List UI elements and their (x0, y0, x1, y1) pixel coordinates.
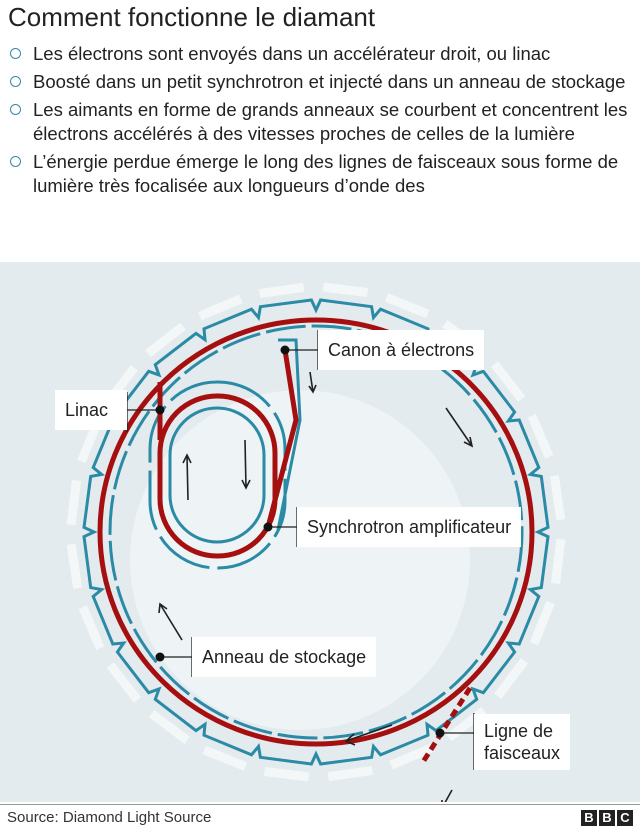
inner-light-area (130, 390, 470, 730)
gun-magnets (276, 338, 302, 531)
storage-ring-beam (97, 317, 535, 747)
synchrotron-diagram: Canon à électrons Linac Synchrotron ampl… (0, 262, 640, 802)
beamline-beam (420, 686, 473, 764)
circle-bullet-icon (10, 48, 21, 59)
logo-letter: C (617, 810, 633, 826)
label-electron-gun: Canon à électrons (318, 330, 485, 370)
label-booster: Synchrotron amplificateur (297, 507, 522, 547)
arrow-icon (445, 407, 474, 448)
footer: Source: Diamond Light Source B B C (0, 804, 640, 831)
bbc-logo: B B C (581, 810, 633, 826)
logo-letter: B (581, 810, 597, 826)
storage-ring-inner-magnets (108, 324, 524, 740)
arrow-icon (241, 439, 251, 490)
arrow-icon (308, 371, 317, 394)
outer-shield-segments (66, 282, 566, 782)
bullet-text: L’énergie perdue émerge le long des lign… (33, 151, 619, 196)
label-linac: Linac (55, 390, 127, 430)
arrow-icon (182, 453, 192, 501)
circle-bullet-icon (10, 156, 21, 167)
arrow-icon (158, 602, 183, 641)
list-item: Les électrons sont envoyés dans un accél… (8, 42, 633, 66)
bullet-list: Les électrons sont envoyés dans un accél… (8, 42, 633, 202)
arrow-icon (344, 724, 393, 746)
page-title: Comment fonctionne le diamant (8, 2, 376, 32)
list-item: Boosté dans un petit synchrotron et inje… (8, 70, 633, 94)
label-beamline: Ligne de faisceaux (474, 714, 571, 770)
label-storage-ring: Anneau de stockage (192, 637, 377, 677)
direction-arrows (158, 371, 474, 802)
gun-beam (265, 349, 299, 528)
arrow-icon (441, 789, 453, 802)
booster-inner-magnets (168, 406, 266, 544)
list-item: L’énergie perdue émerge le long des lign… (8, 150, 633, 198)
label-beamline-line2: faisceaux (484, 743, 561, 763)
logo-letter: B (599, 810, 615, 826)
booster-outer-magnets (148, 380, 287, 570)
booster-beam (157, 393, 278, 559)
circle-bullet-icon (10, 76, 21, 87)
bullet-text: Boosté dans un petit synchrotron et inje… (33, 71, 626, 92)
bullet-text: Les aimants en forme de grands anneaux s… (33, 99, 628, 144)
label-dots (155, 345, 445, 738)
source-text: Source: Diamond Light Source (7, 809, 212, 826)
circle-bullet-icon (10, 104, 21, 115)
label-beamline-line1: Ligne de (484, 721, 554, 741)
bullet-text: Les électrons sont envoyés dans un accél… (33, 43, 551, 64)
list-item: Les aimants en forme de grands anneaux s… (8, 98, 633, 146)
